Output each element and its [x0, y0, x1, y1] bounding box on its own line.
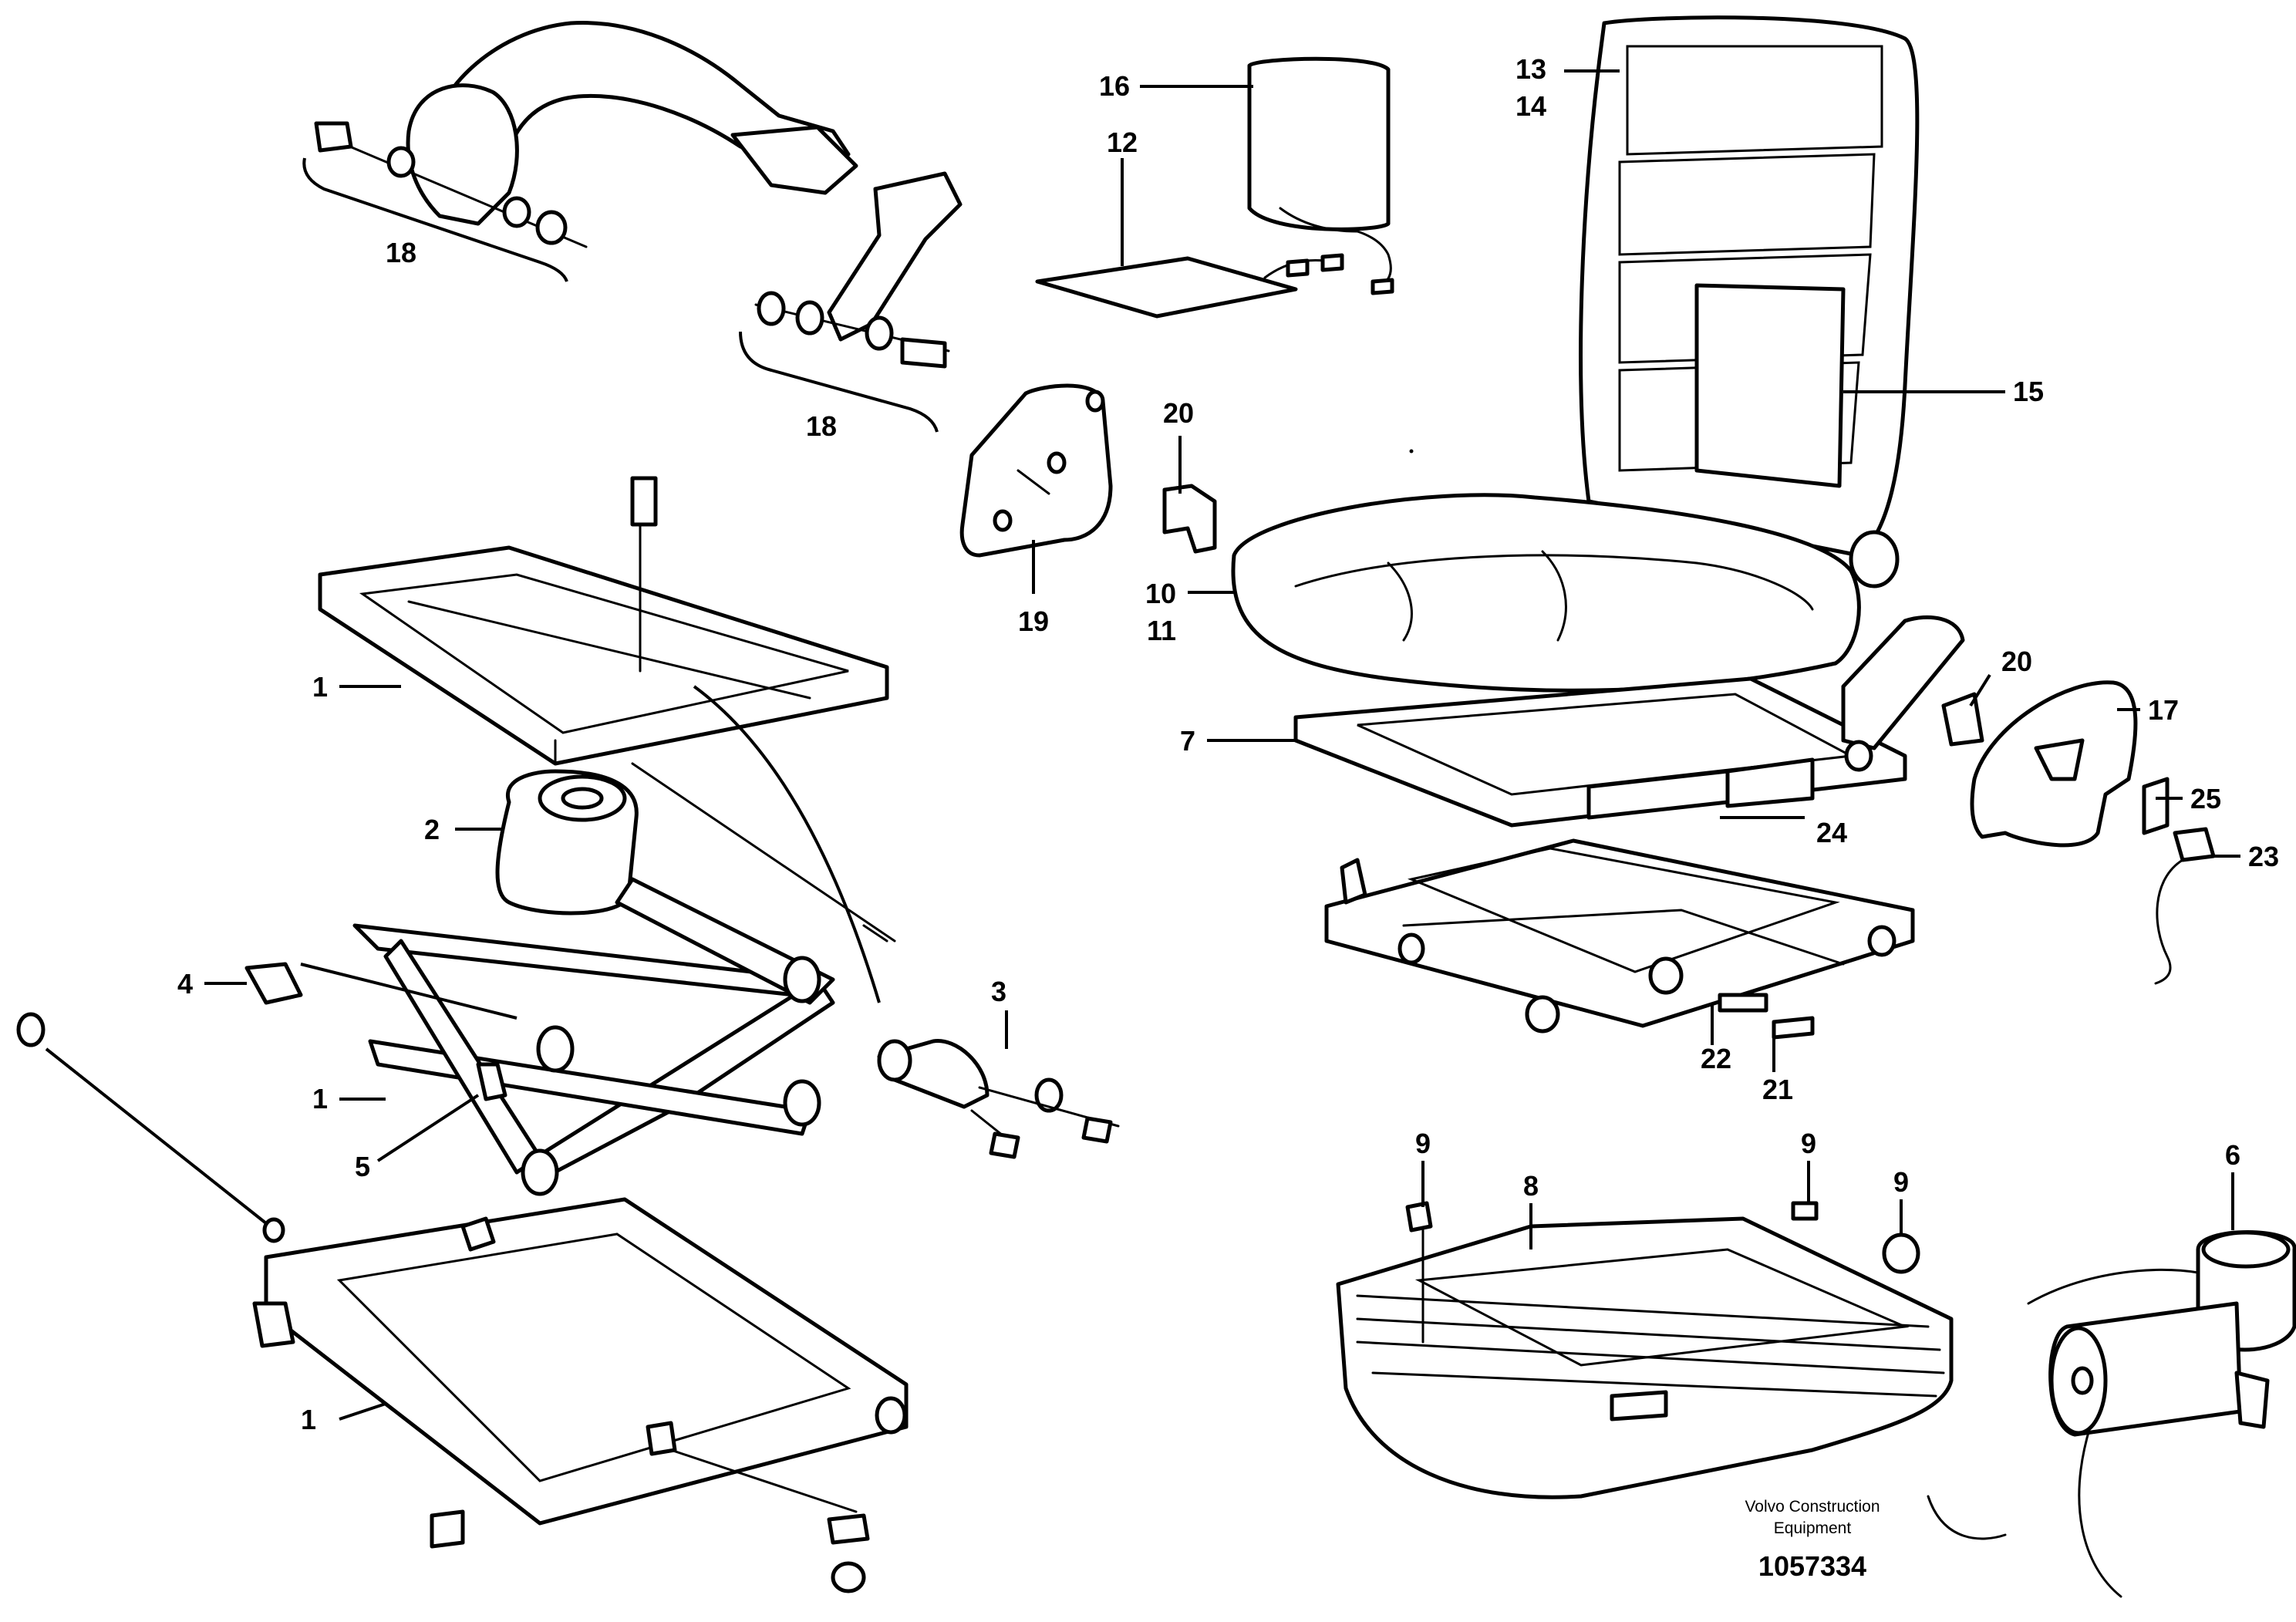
callout-20-right: 20 — [2001, 646, 2032, 677]
callout-14: 14 — [1515, 90, 1546, 122]
callout-11: 11 — [1147, 615, 1176, 646]
callout-23: 23 — [2248, 841, 2279, 872]
suspension-mechanism-drawing — [1324, 838, 1915, 1040]
seat-belt-buckle-drawing — [739, 171, 963, 433]
callout-1-lower: 1 — [301, 1404, 316, 1435]
callout-9-middle: 9 — [1801, 1128, 1816, 1159]
callout-2: 2 — [424, 814, 440, 845]
compressor-drawing — [1927, 1230, 2296, 1598]
adjustment-rod-drawing — [16, 1012, 285, 1243]
callout-13: 13 — [1515, 53, 1546, 85]
seat-upper-frame-drawing — [318, 476, 896, 1003]
callout-22: 22 — [1701, 1043, 1731, 1074]
callout-21: 21 — [1762, 1074, 1793, 1105]
callout-18-lower: 18 — [806, 410, 837, 442]
seat-cushion-drawing — [1231, 493, 1861, 693]
seat-belt-retractor-drawing — [302, 21, 858, 282]
callout-3: 3 — [991, 976, 1006, 1007]
drawing-number: 1057334 — [1758, 1550, 1866, 1582]
callout-7: 7 — [1180, 725, 1195, 757]
maker-name-line2: Equipment — [1774, 1519, 1852, 1537]
air-spring-drawing — [495, 769, 639, 916]
bracket-upper-drawing — [1162, 484, 1217, 554]
callout-1-upper: 1 — [312, 671, 328, 703]
callout-15: 15 — [2013, 376, 2044, 407]
seat-base-bellows-drawing — [1336, 449, 1954, 1499]
callout-5: 5 — [355, 1151, 370, 1182]
callout-12: 12 — [1107, 126, 1138, 158]
drawing-footer: Volvo Construction Equipment 1057334 — [1745, 1498, 1880, 1582]
callout-18-upper: 18 — [386, 237, 416, 268]
callout-9-right: 9 — [1893, 1166, 1909, 1198]
seat-backrest-drawing — [1579, 15, 1920, 588]
side-cover-drawing — [959, 383, 1113, 558]
maker-name-line1: Volvo Construction — [1745, 1498, 1880, 1516]
callout-1-middle: 1 — [312, 1083, 328, 1114]
valve-drawing — [244, 962, 518, 1020]
callout-8: 8 — [1523, 1170, 1539, 1202]
callout-20-upper: 20 — [1163, 397, 1194, 429]
callout-24: 24 — [1816, 817, 1847, 848]
gas-damper-drawing — [862, 924, 1120, 1159]
seat-lower-frame-drawing — [252, 1197, 909, 1593]
leader-lines — [204, 69, 2240, 1421]
side-panel-right-drawing — [1941, 680, 2216, 985]
callout-9-left: 9 — [1415, 1128, 1431, 1159]
callout-19: 19 — [1018, 605, 1049, 637]
seat-slide-frame-drawing — [1293, 615, 1965, 828]
callout-4: 4 — [177, 968, 193, 1000]
seat-cushion-pad-drawing — [1035, 56, 1394, 319]
callout-16: 16 — [1099, 70, 1130, 102]
scissor-mechanism-drawing — [352, 877, 835, 1196]
callout-labels: 1 1 1 2 3 4 5 6 7 8 9 9 9 10 11 12 13 14… — [177, 53, 2279, 1435]
callout-6: 6 — [2225, 1139, 2240, 1171]
callout-10: 10 — [1145, 578, 1176, 609]
callout-17: 17 — [2148, 694, 2179, 726]
callout-25: 25 — [2190, 783, 2221, 814]
